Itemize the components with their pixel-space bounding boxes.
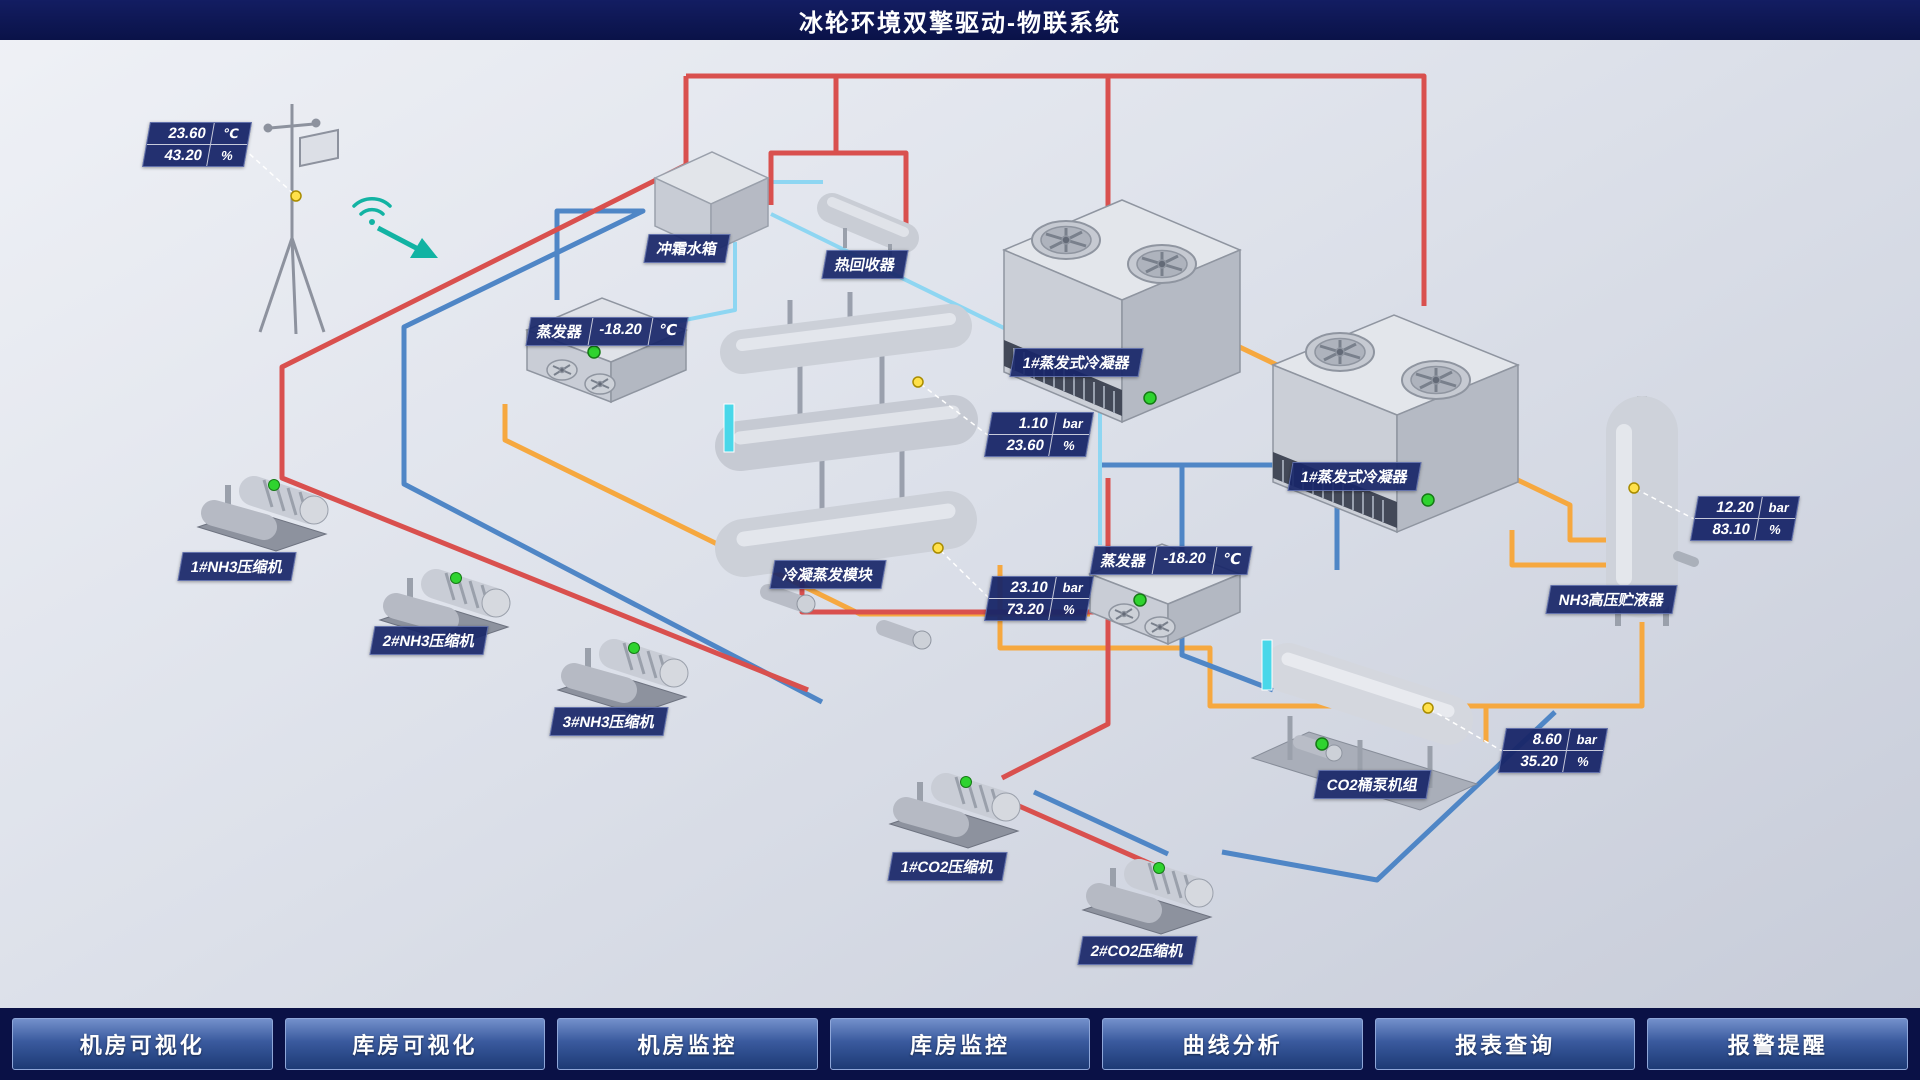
- co2-compressor-1: [890, 777, 1020, 849]
- status-dots: [587, 345, 1435, 751]
- nav-machine-room-visualization[interactable]: 机房可视化: [12, 1018, 273, 1070]
- co2-pump-pressure-unit: bar: [1575, 732, 1599, 747]
- nh3-receiver-level: 83.10: [1691, 519, 1759, 540]
- nav-report-query[interactable]: 报表查询: [1374, 1018, 1636, 1070]
- outdoor-humidity-unit: %: [219, 148, 235, 163]
- nh3-receiver-pressure-unit: bar: [1767, 500, 1791, 515]
- suction-pipes: [401, 208, 1557, 883]
- nav-machine-room-monitoring[interactable]: 机房监控: [557, 1018, 818, 1070]
- module-upper-pressure-unit: bar: [1061, 416, 1085, 431]
- nh3-compressor-3-label: 3#NH3压缩机: [549, 707, 669, 736]
- module-upper-level-unit: %: [1061, 438, 1077, 453]
- co2-pump-pressure: 8.60: [1503, 729, 1571, 750]
- outdoor-temp-value: 23.60: [147, 123, 215, 144]
- co2-compressor-2-label: 2#CO2压缩机: [1077, 936, 1198, 965]
- module-lower-gauge: 23.10 bar 73.20 %: [984, 576, 1094, 621]
- co2-pump-unit-gauge: 8.60 bar 35.20 %: [1498, 728, 1608, 773]
- nh3-compressor-3: [558, 643, 688, 715]
- nav-warehouse-monitoring[interactable]: 库房监控: [829, 1018, 1091, 1070]
- nh3-receiver: [1606, 396, 1699, 626]
- evaporator-2-unit: ℃: [1211, 547, 1252, 574]
- defrost-water-tank: [653, 151, 770, 254]
- evaporator-1-label: 蒸发器 -18.20 ℃: [525, 317, 689, 346]
- condenser-1-label: 1#蒸发式冷凝器: [1009, 348, 1144, 377]
- sensor-dots: [290, 190, 1640, 714]
- module-upper-gauge: 1.10 bar 23.60 %: [984, 412, 1094, 457]
- co2-compressor-2: [1083, 863, 1213, 935]
- evaporator-1-unit: ℃: [647, 318, 688, 345]
- condenser-2-label: 1#蒸发式冷凝器: [1287, 462, 1422, 491]
- evaporator-2-name: 蒸发器: [1099, 553, 1148, 570]
- wifi-icon: [352, 197, 392, 225]
- evaporative-condenser-1: [1002, 199, 1242, 424]
- weather-readout: 23.60 ℃ 43.20 %: [142, 122, 252, 167]
- co2-pump-level-unit: %: [1575, 754, 1591, 769]
- module-lower-pressure: 23.10: [989, 577, 1057, 598]
- outdoor-humidity-value: 43.20: [143, 145, 211, 166]
- evaporative-condenser-2: [1271, 314, 1520, 534]
- evaporator-1-temp: -18.20: [587, 318, 652, 345]
- evaporator-1-name: 蒸发器: [535, 324, 584, 341]
- nh3-receiver-label: NH3高压贮液器: [1545, 585, 1678, 614]
- outdoor-temp-unit: ℃: [221, 126, 241, 141]
- discharge-pipes: [279, 73, 1427, 871]
- co2-pump-level: 35.20: [1499, 751, 1567, 772]
- co2-pump-unit-label: CO2桶泵机组: [1313, 770, 1432, 799]
- signal-arrow-icon: [376, 225, 438, 258]
- evaporator-1: [524, 297, 689, 404]
- module-upper-pressure: 1.10: [989, 413, 1057, 434]
- module-lower-level: 73.20: [985, 599, 1053, 620]
- evaporator-2-temp: -18.20: [1151, 547, 1216, 574]
- evaporator-2-label: 蒸发器 -18.20 ℃: [1089, 546, 1253, 575]
- module-lower-level-unit: %: [1061, 602, 1077, 617]
- nh3-receiver-pressure: 12.20: [1695, 497, 1763, 518]
- nh3-receiver-level-unit: %: [1767, 522, 1783, 537]
- nav-alarm-reminder[interactable]: 报警提醒: [1647, 1018, 1909, 1070]
- module-lower-pressure-unit: bar: [1061, 580, 1085, 595]
- defrost-tank-label: 冲霜水箱: [643, 234, 731, 263]
- co2-compressor-1-label: 1#CO2压缩机: [887, 852, 1008, 881]
- nav-curve-analysis[interactable]: 曲线分析: [1102, 1018, 1363, 1070]
- sensor-leaders: [242, 147, 1697, 753]
- nh3-compressor-2-label: 2#NH3压缩机: [369, 626, 489, 655]
- module-upper-level: 23.60: [985, 435, 1053, 456]
- nh3-compressor-1-label: 1#NH3压缩机: [177, 552, 297, 581]
- bottom-nav: 机房可视化 库房可视化 机房监控 库房监控 曲线分析 报表查询 报警提醒: [0, 1008, 1920, 1080]
- cond-evap-module-label: 冷凝蒸发模块: [769, 560, 887, 589]
- cond-evap-module: [715, 304, 978, 650]
- heat-recovery-label: 热回收器: [821, 250, 909, 279]
- weather-station: [258, 104, 339, 335]
- title-bar: 冰轮环境双擎驱动-物联系统: [0, 0, 1920, 40]
- nav-warehouse-visualization[interactable]: 库房可视化: [284, 1018, 546, 1070]
- page-title: 冰轮环境双擎驱动-物联系统: [799, 9, 1121, 37]
- nh3-receiver-gauge: 12.20 bar 83.10 %: [1690, 496, 1800, 541]
